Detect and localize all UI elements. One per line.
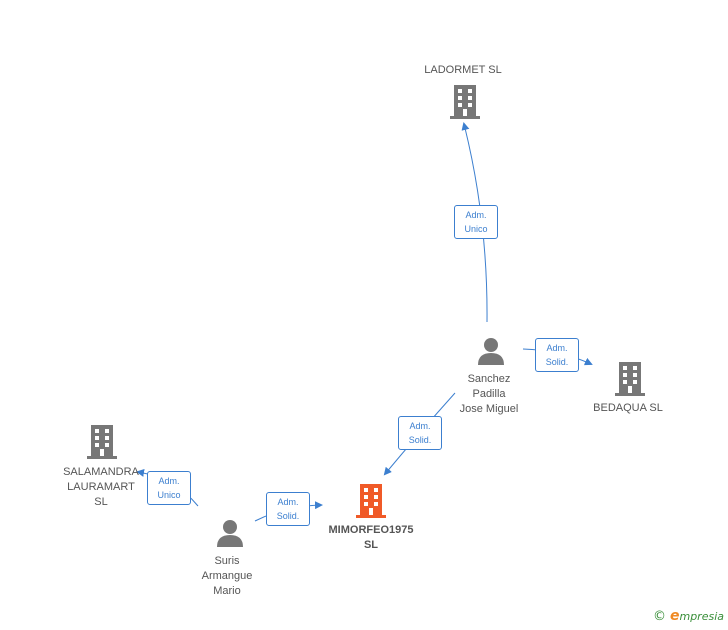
edge-label-suris-mimorfeo[interactable]: Adm. Solid.: [266, 492, 310, 526]
brand-logo-e: e: [669, 608, 680, 624]
node-sanchez-label[interactable]: Sanchez Padilla Jose Miguel: [459, 373, 519, 415]
edge-label-sanchez-ladormet[interactable]: Adm. Unico: [454, 205, 498, 239]
building-icon-highlighted[interactable]: [354, 483, 388, 519]
edge-label-sanchez-mimorfeo[interactable]: Adm. Solid.: [398, 416, 442, 450]
building-icon[interactable]: [448, 84, 482, 120]
building-icon[interactable]: [85, 424, 119, 460]
empresia-credit[interactable]: ©empresia: [653, 608, 724, 624]
person-icon[interactable]: [215, 518, 245, 548]
person-icon[interactable]: [476, 336, 506, 366]
node-bedaqua-label[interactable]: BEDAQUA SL: [593, 402, 663, 414]
node-suris-label[interactable]: Suris Armangue Mario: [201, 555, 253, 597]
edge-label-suris-salamandra[interactable]: Adm. Unico: [147, 471, 191, 505]
node-salamandra-label[interactable]: SALAMANDRA LAURAMART SL: [63, 466, 139, 508]
node-mimorfeo-label[interactable]: MIMORFEO1975 SL: [328, 524, 414, 551]
copyright-icon: ©: [652, 609, 666, 624]
node-ladormet-label[interactable]: LADORMET SL: [424, 64, 502, 76]
building-icon[interactable]: [613, 361, 647, 397]
brand-logo-text: mpresia: [679, 610, 724, 623]
edge-label-sanchez-bedaqua[interactable]: Adm. Solid.: [535, 338, 579, 372]
